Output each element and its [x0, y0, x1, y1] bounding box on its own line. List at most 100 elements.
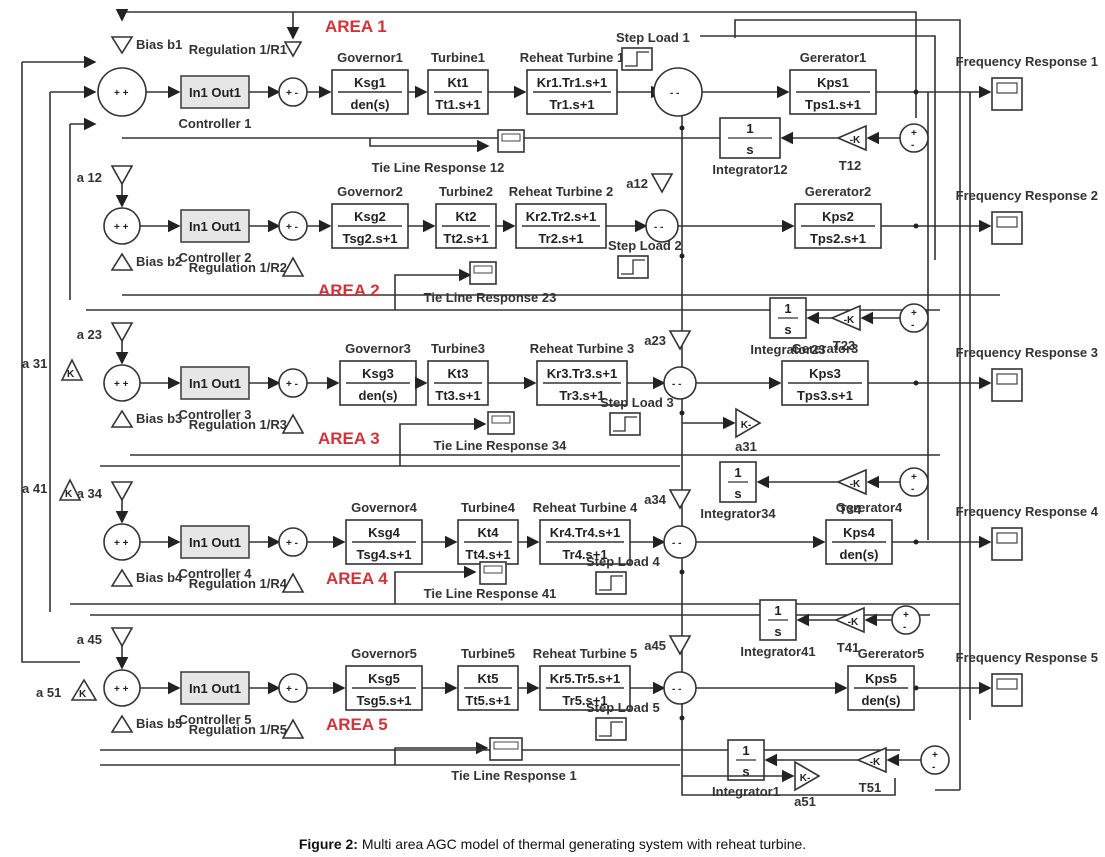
frequency-response-label: Frequency Response 5 — [956, 650, 1098, 665]
tie-gain-value: -K — [870, 757, 881, 768]
tie-coef-gain-icon-right[interactable] — [668, 635, 692, 656]
tie-gain-icon[interactable] — [855, 746, 887, 774]
regulation-gain-icon[interactable] — [281, 256, 305, 277]
cross-gain-value: K- — [800, 773, 811, 784]
governor-block-denominator: den(s) — [359, 388, 398, 403]
tie-gain-label: T23 — [833, 338, 855, 353]
generator-block-denominator: den(s) — [840, 547, 879, 562]
sum-signs: - - — [654, 222, 663, 233]
sum-signs: + + — [114, 379, 129, 390]
tie-gain-value: -K — [848, 617, 859, 628]
tie-gain-value: -K — [850, 135, 861, 146]
turbine-label: Turbine1 — [431, 50, 485, 65]
reheat-turbine-label: Reheat Turbine 1 — [520, 50, 625, 65]
controller-ports: In1 Out1 — [189, 376, 241, 391]
svg-text:+: + — [911, 472, 917, 483]
a31-label: a 31 — [22, 356, 47, 371]
svg-text:+: + — [932, 750, 938, 761]
tie-line-response-label: Tie Line Response 12 — [372, 160, 505, 175]
caption-label: Figure 2: — [298, 836, 358, 852]
controller-ports: In1 Out1 — [189, 681, 241, 696]
reheat-turbine-block-numerator: Kr3.Tr3.s+1 — [547, 366, 617, 381]
controller-block[interactable] — [180, 209, 250, 243]
tie-gain-icon[interactable] — [835, 468, 867, 496]
tie-coef-gain-icon-right[interactable] — [668, 330, 692, 351]
tie-gain-icon[interactable] — [833, 606, 865, 634]
bias-gain-icon[interactable] — [110, 568, 134, 587]
reheat-turbine-block-numerator: Kr5.Tr5.s+1 — [550, 671, 620, 686]
bias-gain-icon[interactable] — [110, 36, 134, 55]
svg-text:-: - — [911, 140, 914, 151]
controller-block[interactable] — [180, 525, 250, 559]
tie-coef-gain-icon[interactable] — [110, 627, 134, 648]
governor-block-denominator: Tsg5.s+1 — [356, 693, 411, 708]
bias-gain-icon[interactable] — [110, 714, 134, 733]
governor-label: Governor3 — [345, 341, 411, 356]
regulation-gain-icon[interactable] — [281, 413, 305, 434]
tie-coef-gain-icon[interactable] — [110, 322, 134, 343]
tie-gain-icon[interactable] — [829, 304, 861, 332]
reheat-turbine-block-denominator: Tr2.s+1 — [538, 231, 583, 246]
bias-label: Bias b1 — [136, 37, 182, 52]
governor-block-numerator: Ksg5 — [368, 671, 400, 686]
step-load-label: Step Load 3 — [600, 395, 674, 410]
generator-label: Gererator5 — [858, 646, 924, 661]
controller-label: Controller 1 — [179, 116, 252, 131]
controller-label: Controller 2 — [179, 250, 252, 265]
sum-signs: + + — [114, 222, 129, 233]
generator-label: Gererator2 — [805, 184, 871, 199]
turbine-label: Turbine5 — [461, 646, 515, 661]
governor-block-denominator: den(s) — [351, 97, 390, 112]
governor-block-numerator: Ksg2 — [354, 209, 386, 224]
bias-gain-icon[interactable] — [110, 252, 134, 271]
regulation-gain-icon[interactable] — [281, 572, 305, 593]
coef-right-label: a12 — [626, 176, 648, 191]
svg-text:-: - — [903, 622, 906, 633]
controller-ports: In1 Out1 — [189, 535, 241, 550]
svg-text:-: - — [911, 320, 914, 331]
turbine-block-numerator: Kt5 — [478, 671, 499, 686]
turbine-block-denominator: Tt5.s+1 — [465, 693, 510, 708]
governor-block-numerator: Ksg1 — [354, 75, 386, 90]
regulation-gain-icon[interactable] — [283, 41, 303, 58]
turbine-label: Turbine2 — [439, 184, 493, 199]
governor-block-numerator: Ksg4 — [368, 525, 401, 540]
area-label: AREA 1 — [325, 17, 387, 36]
reheat-turbine-block-numerator: Kr2.Tr2.s+1 — [526, 209, 596, 224]
controller-block[interactable] — [180, 75, 250, 109]
tie-coef-gain-icon-right[interactable] — [668, 489, 692, 510]
svg-text:+: + — [903, 610, 909, 621]
controller-block[interactable] — [180, 366, 250, 400]
tie-coef-gain-icon-right[interactable] — [650, 173, 674, 194]
sum-signs: - - — [670, 88, 679, 99]
sum-signs: + + — [114, 684, 129, 695]
regulation-label: Regulation 1/R5 — [189, 722, 287, 737]
tie-coef-gain-icon[interactable] — [110, 165, 134, 186]
coef-right-label: a45 — [644, 638, 666, 653]
regulation-gain-icon[interactable] — [281, 718, 305, 739]
bias-label: Bias b4 — [136, 570, 183, 585]
bias-gain-icon[interactable] — [110, 409, 134, 428]
sum-signs: - - — [672, 538, 681, 549]
bias-label: Bias b2 — [136, 254, 182, 269]
generator-block-numerator: Kps4 — [843, 525, 876, 540]
sum-signs: + - — [286, 538, 298, 549]
integrator-label: Integrator23 — [750, 342, 825, 357]
area-label: AREA 2 — [318, 281, 380, 300]
step-load-label: Step Load 1 — [616, 30, 690, 45]
cross-gain-icon[interactable] — [794, 760, 821, 792]
tie-coef-gain-icon[interactable] — [110, 481, 134, 502]
tie-gain-icon[interactable] — [835, 124, 867, 152]
frequency-response-label: Frequency Response 3 — [956, 345, 1098, 360]
tie-line-response-label: Tie Line Response 41 — [424, 586, 557, 601]
turbine-block-numerator: Kt4 — [478, 525, 500, 540]
tie-gain-label: T51 — [859, 780, 881, 795]
cross-gain-icon[interactable] — [735, 407, 762, 439]
governor-label: Governor1 — [337, 50, 403, 65]
controller-label: Controller 3 — [179, 407, 252, 422]
coef-right-label: a34 — [644, 492, 666, 507]
reheat-turbine-label: Reheat Turbine 5 — [533, 646, 638, 661]
controller-block[interactable] — [180, 671, 250, 705]
